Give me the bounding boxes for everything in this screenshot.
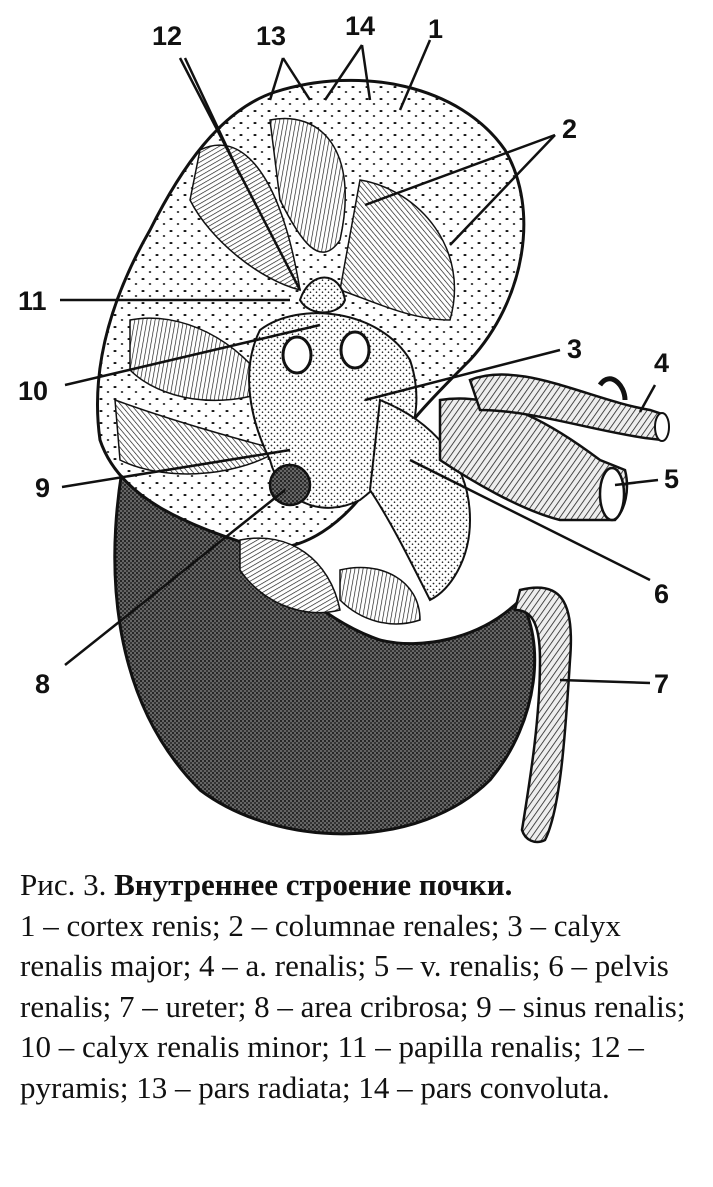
figure-number: Рис. 3.	[20, 867, 107, 902]
label-13: 13	[256, 21, 286, 51]
label-14: 14	[345, 11, 375, 41]
leader-lines	[60, 39, 659, 685]
figure-caption: Рис. 3. Внутреннее строение почки. 1 – c…	[20, 865, 700, 1108]
figure-legend: 1 – cortex renis; 2 – columnae renales; …	[20, 907, 686, 1105]
calyx-minor-opening-2	[339, 330, 371, 370]
label-2: 2	[562, 114, 577, 144]
label-11: 11	[18, 286, 47, 316]
label-1: 1	[428, 14, 443, 44]
area-cribrosa	[268, 463, 312, 507]
label-10: 10	[18, 376, 48, 406]
renal-artery-lumen	[654, 412, 670, 442]
pyramid-upper-center	[269, 117, 346, 253]
label-7: 7	[654, 669, 669, 699]
ureter	[513, 586, 573, 844]
label-9: 9	[35, 473, 50, 503]
label-5: 5	[664, 464, 679, 494]
label-8: 8	[35, 669, 50, 699]
calyx-minor-opening	[281, 335, 313, 375]
label-12: 12	[152, 21, 182, 51]
label-4: 4	[654, 348, 669, 378]
pyramid-lower-center	[239, 537, 341, 614]
label-3: 3	[567, 334, 582, 364]
pyramid-lower-right	[339, 566, 421, 625]
kidney-illustration: 12 13 14 1 2 3 4 5 6 7 8 9 10 11	[18, 11, 679, 844]
papilla	[298, 276, 347, 314]
figure-title: Внутреннее строение почки.	[114, 867, 513, 902]
artery-branch	[597, 376, 628, 401]
caption-title-line: Рис. 3. Внутреннее строение почки.	[20, 865, 700, 906]
label-6: 6	[654, 579, 669, 609]
renal-vein-lumen	[598, 466, 626, 522]
pyramid-upper-right	[339, 179, 456, 321]
